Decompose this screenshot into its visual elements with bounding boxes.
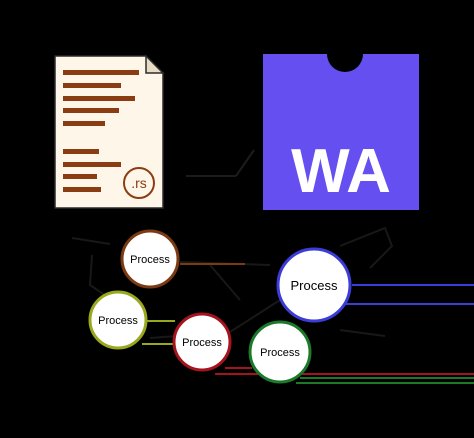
rust-source-file-icon: .rs xyxy=(54,54,165,209)
process-node-4: Process xyxy=(172,312,232,372)
wasm-logo-shape xyxy=(263,54,419,210)
compile-arrow xyxy=(186,149,255,177)
code-line xyxy=(63,149,99,154)
code-line xyxy=(63,121,105,126)
wasm-logo-label: WA xyxy=(291,137,391,206)
output-lines xyxy=(142,263,474,384)
code-line xyxy=(63,96,135,101)
process-node-3: Process xyxy=(88,290,148,350)
process-node-label: Process xyxy=(130,254,170,266)
process-node-2: Process xyxy=(276,247,352,323)
rs-badge xyxy=(123,167,155,199)
code-line xyxy=(63,162,121,167)
process-node-circle xyxy=(276,247,352,323)
process-node-circle xyxy=(120,229,180,289)
code-line xyxy=(63,174,97,179)
process-node-label: Process xyxy=(98,315,138,327)
code-line xyxy=(63,83,121,88)
code-line xyxy=(63,108,119,113)
process-node-label: Process xyxy=(260,347,300,359)
webassembly-logo-icon: WA xyxy=(263,54,419,210)
rs-badge-label: .rs xyxy=(131,175,147,191)
process-node-label: Process xyxy=(182,337,222,349)
code-line xyxy=(63,187,101,192)
process-node-label: Process xyxy=(291,278,338,293)
source-file-fold xyxy=(145,54,165,74)
source-code-lines xyxy=(63,70,139,192)
code-line xyxy=(63,70,139,75)
process-node-circle xyxy=(248,320,312,384)
process-node-5: Process xyxy=(248,320,312,384)
process-node-circle xyxy=(172,312,232,372)
process-node-circle xyxy=(88,290,148,350)
process-node-1: Process xyxy=(120,229,180,289)
